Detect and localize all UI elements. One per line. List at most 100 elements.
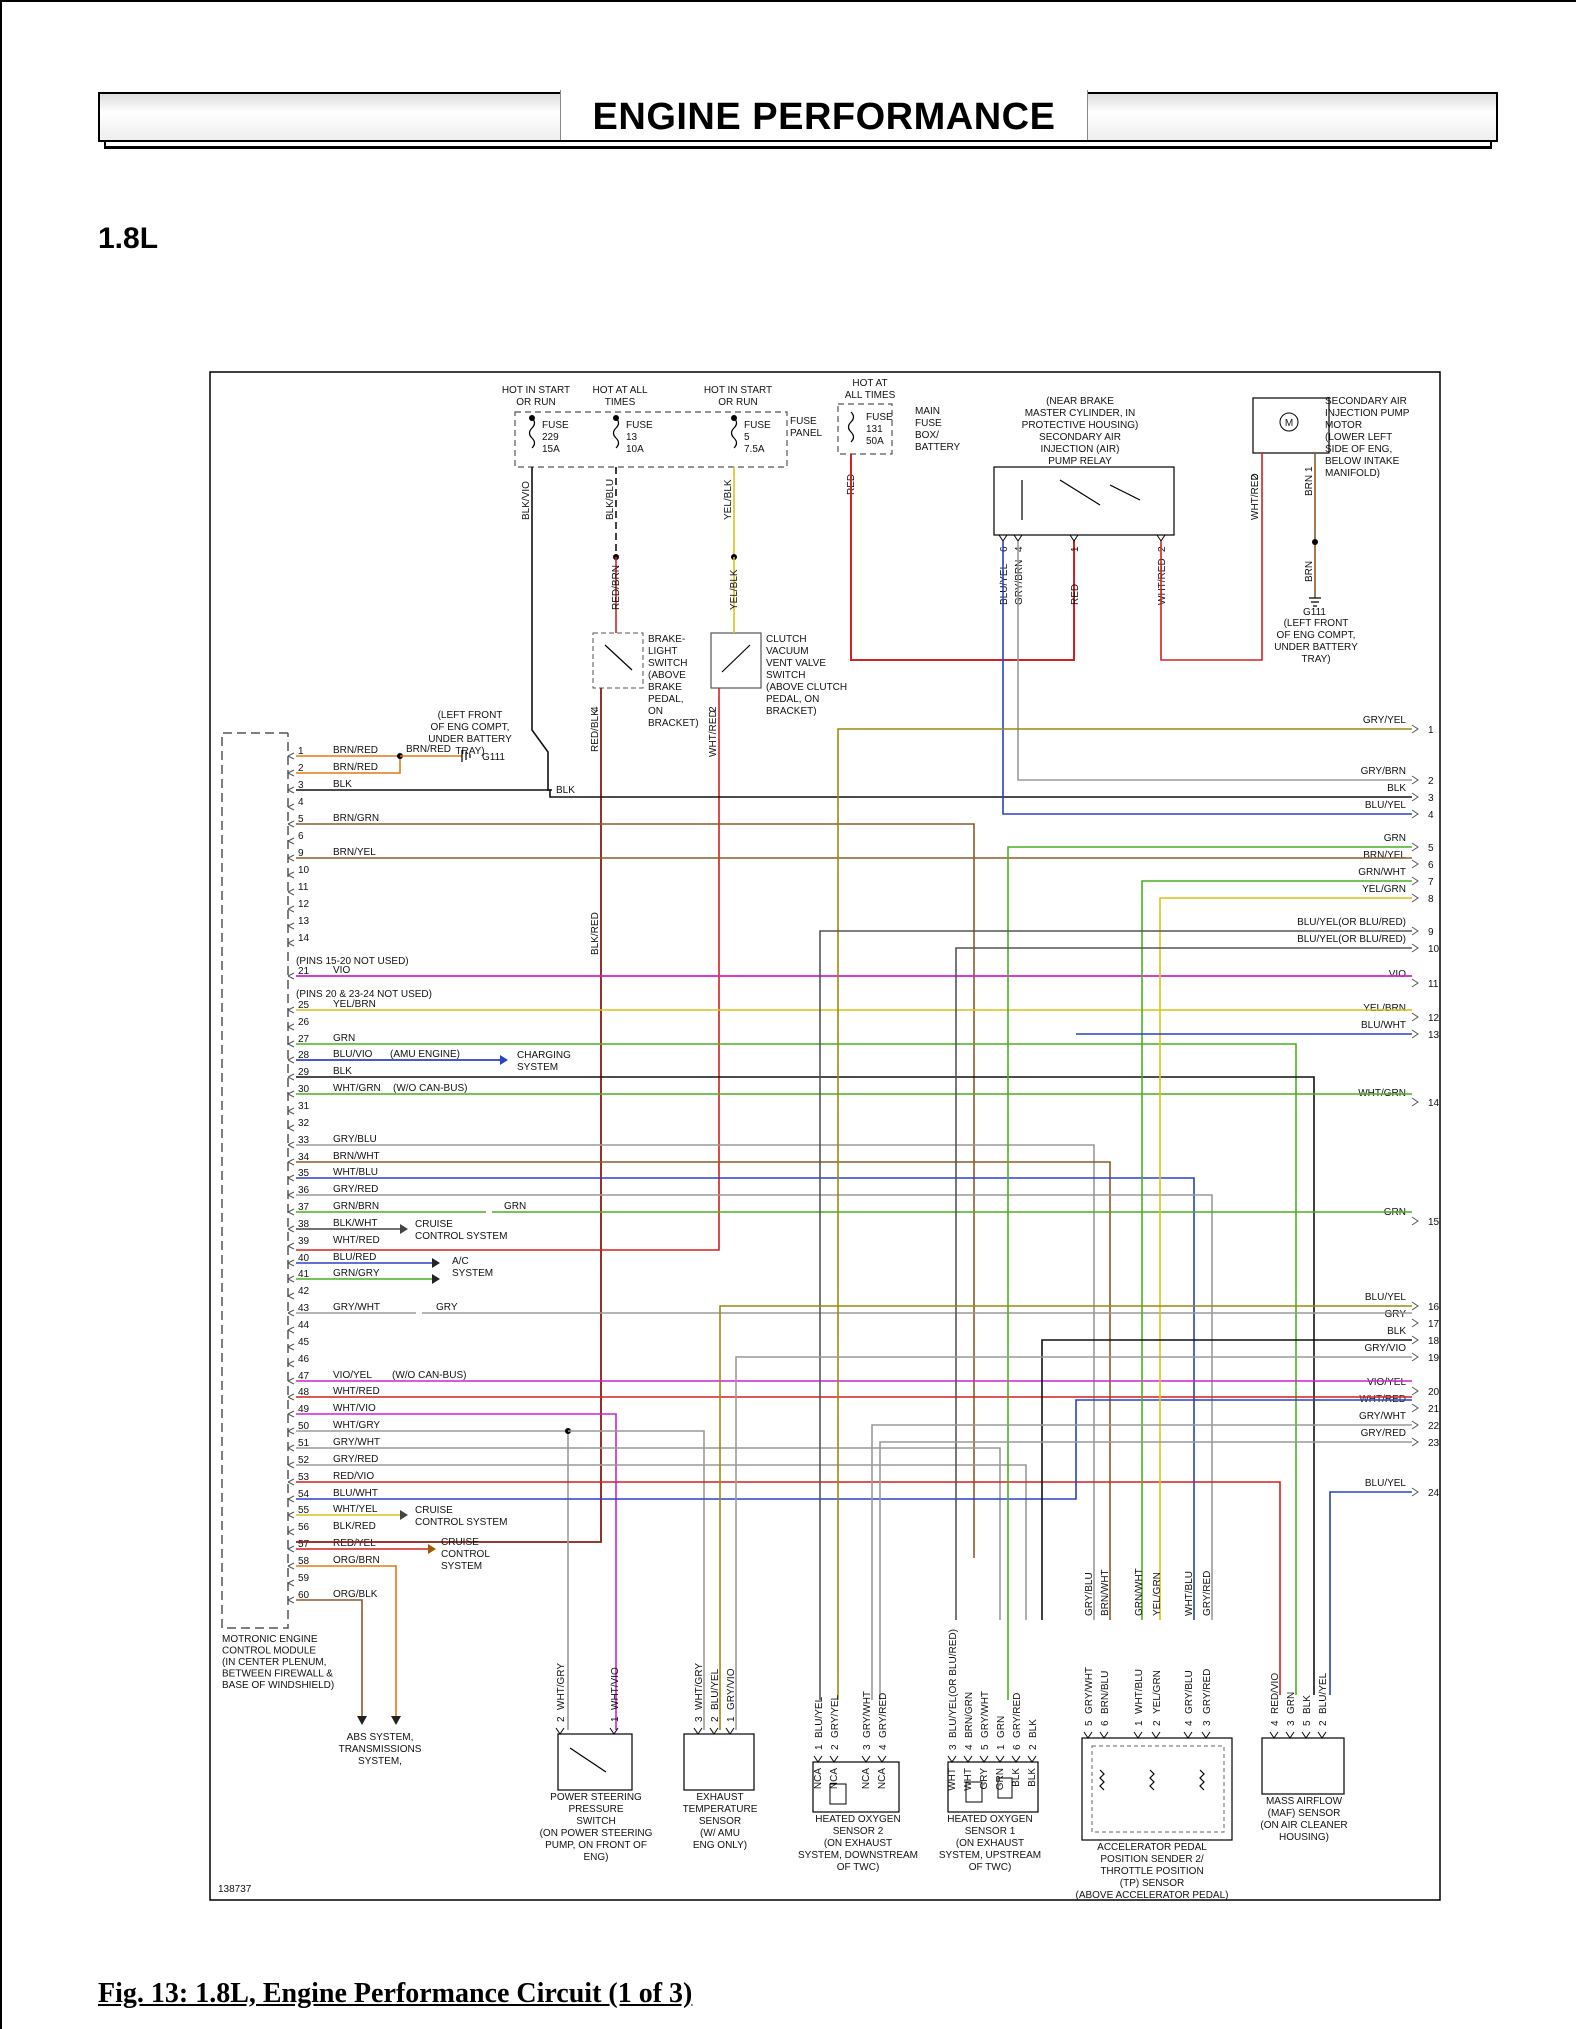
app-label: THROTTLE POSITION	[1100, 1866, 1203, 1877]
ect-label: ENG ONLY)	[693, 1840, 747, 1851]
ecm-pin-number: 13	[298, 916, 310, 927]
wire-grn-wht	[1141, 880, 1412, 1620]
ecm-pin-mark	[287, 1242, 295, 1250]
ecm-pin-mark	[287, 1461, 295, 1469]
right-pin-number: 7	[1428, 877, 1434, 888]
fuse-wire-label: BLK/BLU	[605, 479, 616, 520]
right-pin-wire: GRY/RED	[1361, 1428, 1406, 1439]
ecm-pin-mark	[287, 1023, 295, 1031]
wire-gry-red-52	[296, 1464, 1027, 1620]
right-pin-wire: GRY/YEL	[1363, 715, 1407, 726]
wire-gry-yel	[837, 728, 1412, 1700]
cruise-label: SYSTEM	[441, 1561, 482, 1572]
right-pin-wire: BLK	[1387, 1326, 1406, 1337]
fuse-hot-label: HOT IN START	[502, 385, 570, 396]
right-pin-number: 22	[1428, 1421, 1440, 1432]
clutch-switch-label: PEDAL, ON	[766, 694, 819, 705]
fuse-label: FUSE	[542, 420, 569, 431]
fuse-panel-label: PANEL	[790, 428, 822, 439]
ecm-pin-wire: WHT/RED	[333, 1235, 380, 1246]
relay-pin-mark	[1069, 534, 1079, 542]
wire-blu-yel-24	[1329, 1491, 1412, 1695]
ecm-pin-number: 2	[298, 763, 304, 774]
maf-pin-number: 3	[1286, 1720, 1297, 1726]
o2s1-pin-wire: BRN/GRN	[964, 1692, 975, 1738]
right-pin-number: 10	[1428, 944, 1440, 955]
pump-motor-label: (LOWER LEFT	[1325, 432, 1392, 443]
app-pin-mark	[1099, 1731, 1109, 1739]
maf-pin-wire: RED/VIO	[1270, 1673, 1281, 1714]
ecm-pin-mark	[287, 1073, 295, 1081]
wire-blk	[296, 789, 1412, 798]
clutch-switch-label: CLUTCH	[766, 634, 807, 645]
ecm-pin-wire: GRY/RED	[333, 1454, 378, 1465]
figure-caption: Fig. 13: 1.8L, Engine Performance Circui…	[98, 1978, 693, 2009]
wire-grn-27	[296, 1043, 1297, 1695]
ecm-pin-mark	[287, 1410, 295, 1418]
switch-out-wire: WHT/RED	[708, 710, 719, 757]
relay-pin-wire: GRY/BRN	[1014, 560, 1025, 605]
maf-label: MASS AIRFLOW	[1266, 1796, 1343, 1807]
fuse-hot-label: OR RUN	[516, 397, 555, 408]
ground-symbol	[1309, 597, 1321, 607]
right-connector-pin	[1411, 1386, 1419, 1396]
ecm-pin-mark	[287, 1427, 295, 1435]
maf-pin-mark	[1301, 1731, 1311, 1739]
ect-box	[683, 1733, 755, 1791]
ecm-pin-mark	[287, 1444, 295, 1452]
ecm-pin-wire: BLK/RED	[333, 1521, 376, 1532]
o2s2-pin-wire: GRY/RED	[878, 1693, 889, 1738]
o2s1-inner-wire: WHT	[963, 1768, 974, 1791]
right-connector-pin	[1411, 1301, 1419, 1311]
right-connector-pin	[1411, 1318, 1419, 1328]
ecm-pin-wire: GRN/GRY	[333, 1268, 380, 1279]
o2s1-label: HEATED OXYGEN	[947, 1814, 1032, 1825]
o2s1-pin-wire: GRY/RED	[1012, 1693, 1023, 1738]
ecm-pin-wire: GRN/BRN	[333, 1201, 379, 1212]
ecm-note: (PINS 15-20 NOT USED)	[296, 956, 409, 967]
o2s1-pin-mark	[979, 1755, 989, 1763]
app-upper-wire: GRY/BLU	[1084, 1572, 1095, 1616]
wire-brn-wht	[296, 1161, 1111, 1620]
app-upper-wire: WHT/BLU	[1184, 1571, 1195, 1616]
ecm-pin-number: 12	[298, 899, 310, 910]
right-connector-pin	[1411, 1420, 1419, 1430]
relay-pin-mark	[1156, 534, 1166, 542]
ps-label: POWER STEERING	[550, 1792, 642, 1803]
ecm-pin-wire: GRN	[333, 1033, 355, 1044]
o2s2-pin-number: 2	[830, 1744, 841, 1750]
ecm-pin-mark	[287, 1006, 295, 1014]
ground-label: (LEFT FRONT	[438, 710, 503, 721]
splice-dot	[1312, 539, 1318, 545]
wire-blu-yel-relay	[1002, 541, 1412, 815]
ecm-pin-number: 47	[298, 1371, 310, 1382]
ecm-pin-number: 60	[298, 1590, 310, 1601]
brake-switch-label: BRAKE	[648, 682, 682, 693]
ground-symbol	[461, 750, 471, 762]
right-pin-number: 23	[1428, 1438, 1440, 1449]
switch-in-wire: RED/BRN	[611, 565, 622, 610]
fuse-label: 7.5A	[744, 444, 765, 455]
ecm-pin-number: 11	[298, 882, 309, 893]
switch-pin: 2	[708, 706, 719, 712]
clutch-switch-label: SWITCH	[766, 670, 805, 681]
wire-blk-vio	[531, 467, 552, 791]
motor-symbol	[1279, 412, 1299, 432]
ecm-pin-number: 21	[298, 966, 310, 977]
pump-pin: 2	[1250, 474, 1261, 480]
ecm-pin-number: 32	[298, 1118, 310, 1129]
right-connector-pin	[1411, 809, 1419, 819]
ecm-pin-wire: WHT/GRN	[333, 1083, 381, 1094]
fuse-wire-label: BLK/VIO	[521, 481, 532, 520]
wire-gry-wht-51	[296, 1447, 1001, 1620]
maf-label: (MAF) SENSOR	[1268, 1808, 1341, 1819]
ecm-pin-number: 56	[298, 1522, 310, 1533]
wire-wht-gry-2	[568, 1430, 705, 1730]
fuse-symbol	[730, 417, 738, 449]
ecm-pin-mark	[287, 1056, 295, 1064]
maf-label: (ON AIR CLEANER	[1260, 1820, 1347, 1831]
o2s1-pin-number: 2	[1028, 1744, 1039, 1750]
abs-label: TRANSMISSIONS	[339, 1744, 422, 1755]
ecm-pin-mark	[287, 1107, 295, 1115]
right-pin-number: 4	[1428, 810, 1434, 821]
